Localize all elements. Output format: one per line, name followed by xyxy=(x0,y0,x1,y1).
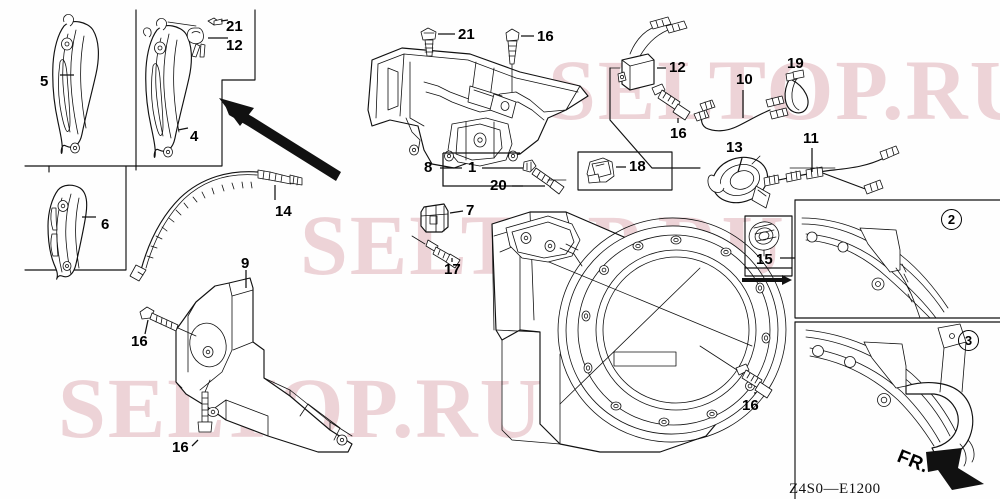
part-21-bolt-top-center xyxy=(420,27,455,57)
assembly-direction-arrow xyxy=(219,98,341,181)
part-14-cable-assembly xyxy=(129,169,303,282)
part-19-u-clip xyxy=(784,69,809,114)
detail-panel-2 xyxy=(780,199,1000,319)
callout-label-16-b: 16 xyxy=(172,439,189,456)
part-12-relay-unit xyxy=(609,16,701,169)
part-6-cover-lower-left xyxy=(47,184,96,280)
callout-label-21-a: 21 xyxy=(226,18,243,35)
callout-label-8: 8 xyxy=(424,159,433,176)
callout-label-19: 19 xyxy=(787,55,804,72)
part-16-screw-top-center xyxy=(505,28,534,93)
part-20-bolt-long xyxy=(522,159,567,195)
callout-label-7: 7 xyxy=(466,202,475,219)
callout-label-6: 6 xyxy=(101,216,110,233)
part-10-sub-harness xyxy=(693,90,789,132)
callout-label-10: 10 xyxy=(736,71,753,88)
callout-label-16-c: 16 xyxy=(537,28,554,45)
callout-label-15: 15 xyxy=(756,251,773,268)
callout-label-16-d: 16 xyxy=(670,125,687,142)
detail-ref-2: 2 xyxy=(941,209,962,230)
part-11-wire-lead xyxy=(763,145,900,195)
part-9-duct-guide xyxy=(175,270,353,453)
callout-label-12-a: 12 xyxy=(226,37,243,54)
callout-label-14: 14 xyxy=(275,203,292,220)
part-16-screw-lower-left-lower xyxy=(191,379,213,447)
flange-bolt-holes xyxy=(581,235,771,427)
part-1-shroud-assembly xyxy=(367,47,589,169)
detail-panel-3 xyxy=(794,321,1000,499)
part-12-wire-clip-upper-left xyxy=(167,21,228,58)
callout-label-20: 20 xyxy=(490,177,507,194)
callout-bracket-8-1-20 xyxy=(440,152,545,187)
callout-label-9: 9 xyxy=(241,255,250,272)
part-18-holder-box xyxy=(577,151,673,191)
cable-sleeve-ribs xyxy=(146,181,253,259)
part-7-clamp xyxy=(420,203,464,233)
part-15-grommet-box xyxy=(742,215,793,285)
part-16-screw-right-relay xyxy=(651,83,691,123)
part-16-screw-housing-right xyxy=(699,345,773,399)
callout-label-5: 5 xyxy=(40,73,49,90)
callout-label-4: 4 xyxy=(190,128,199,145)
callout-label-12-b: 12 xyxy=(669,59,686,76)
part-17-screw xyxy=(411,235,461,269)
fr-direction-arrow xyxy=(926,448,984,490)
callout-label-18: 18 xyxy=(629,158,646,175)
part-4-cover-left-inner xyxy=(143,18,192,158)
part-16-screw-lower-left-upper xyxy=(139,306,197,337)
callout-label-11: 11 xyxy=(803,130,819,147)
callout-label-16-e: 16 xyxy=(742,397,759,414)
callout-label-1: 1 xyxy=(468,159,477,176)
part-5-cover-left-outer xyxy=(52,14,99,154)
callout-label-13: 13 xyxy=(726,139,743,156)
part-13-horn-unit xyxy=(707,155,771,209)
main-blower-housing xyxy=(491,211,787,453)
callout-label-16-a: 16 xyxy=(131,333,148,350)
callout-label-17: 17 xyxy=(444,261,461,278)
catalog-part-number: Z4S0—E1200 xyxy=(789,481,881,497)
part-21-bolt-upper-left xyxy=(207,17,229,26)
detail-ref-3: 3 xyxy=(958,330,979,351)
callout-label-21-b: 21 xyxy=(458,26,475,43)
